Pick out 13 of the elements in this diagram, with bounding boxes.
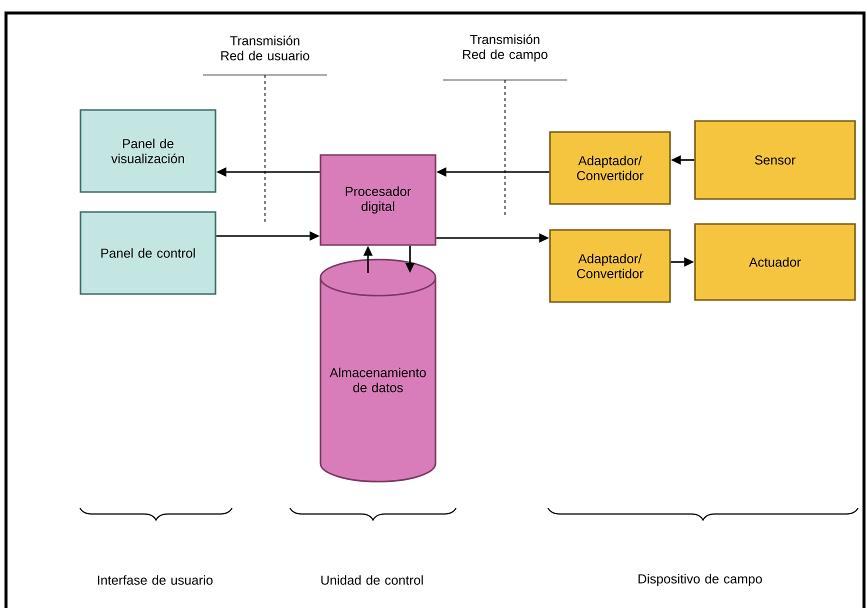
caption-text: Dispositivo de campo [638,574,762,586]
device-box: Actuador [694,223,856,301]
device-box: Sensor [694,120,856,200]
ui-panel-box: Panel de visualización [80,109,216,193]
caption-text: Transmisión Red de usuario [221,36,310,60]
caption-text: Unidad de control [321,575,423,585]
caption-text: Interfase de usuario [98,575,213,585]
ui-panel-box: Panel de control [80,211,216,295]
storage-cylinder: Almacenamiento de datos [320,258,436,482]
caption-text: Transmisión Red de campo [463,34,548,62]
processor-box: Procesador digital [320,154,436,246]
device-box: Adaptador/ Convertidor [549,229,671,303]
device-box: Adaptador/ Convertidor [549,131,671,205]
